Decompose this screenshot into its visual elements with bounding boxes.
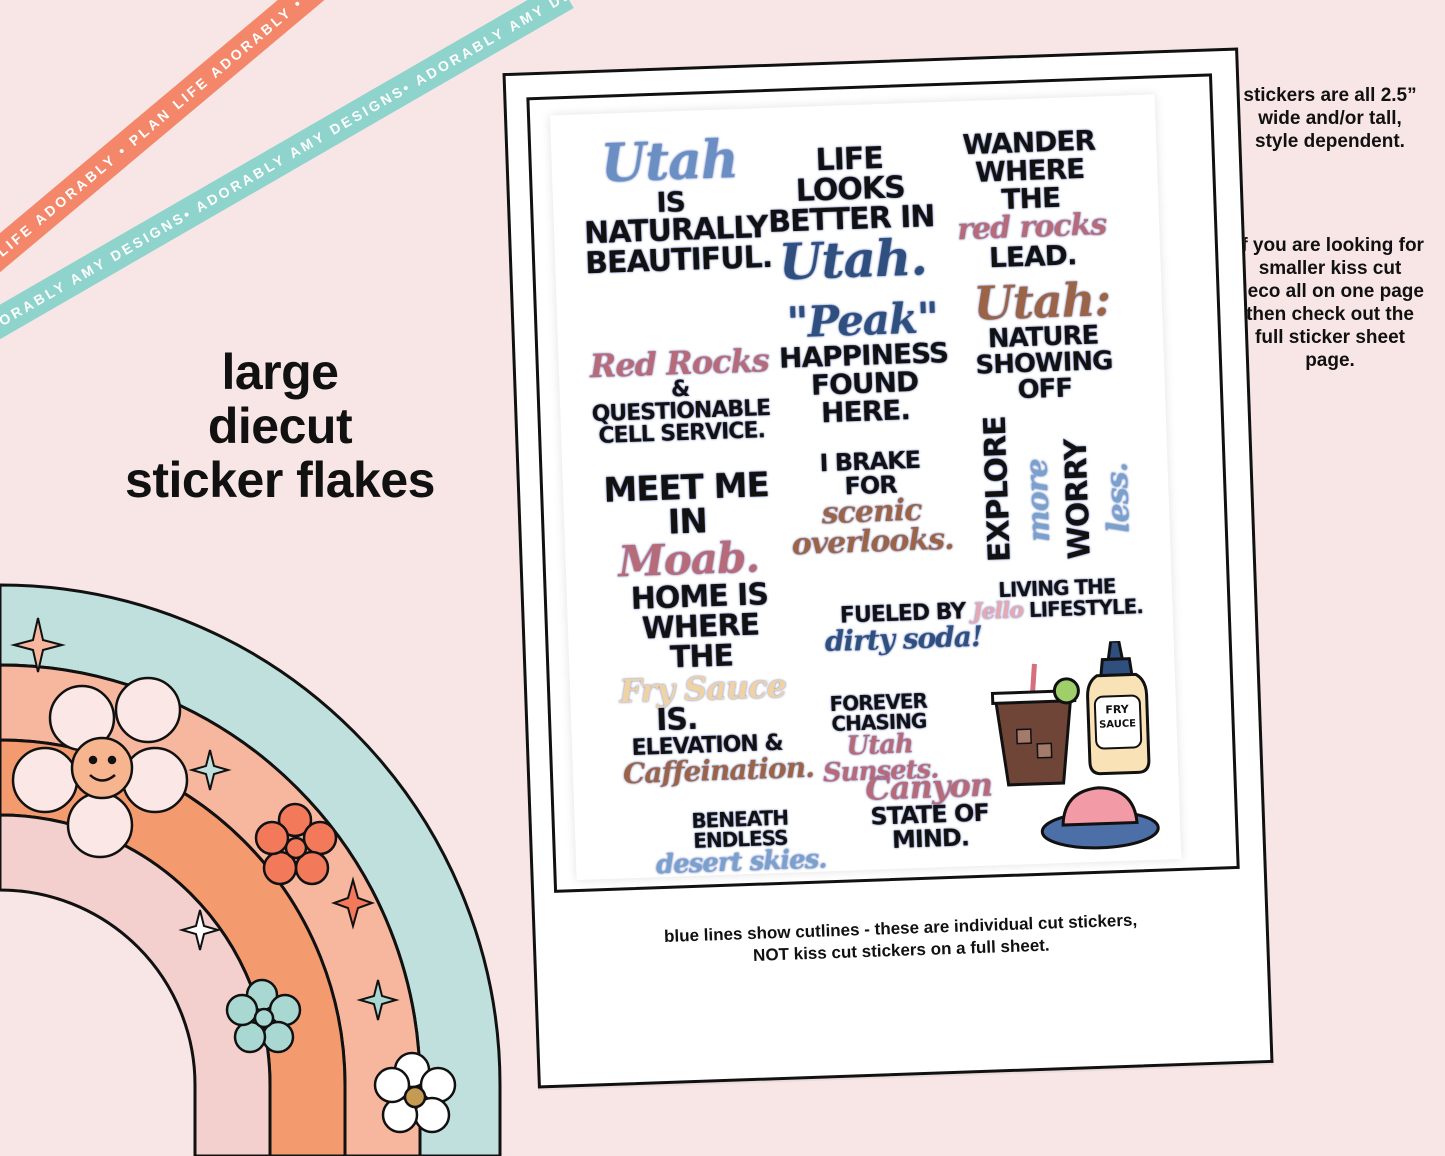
page-heading: large diecut sticker flakes — [70, 345, 490, 507]
smiley-flower-icon — [11, 676, 189, 859]
size-note-line: wide and/or tall, — [1258, 108, 1402, 129]
sparkle-icon — [356, 979, 400, 1021]
sticker-life-looks-better: LIFE LOOKS BETTER IN Utah. — [767, 140, 936, 292]
heading-line-3: sticker flakes — [125, 452, 435, 508]
sticker-elevation-caffeination: ELEVATION & Caffeination. — [622, 730, 815, 791]
sticker-scenic-overlooks: I BRAKE FOR scenic overlooks. — [791, 445, 955, 563]
sticker-illustrations: FRY SAUCE — [990, 639, 1160, 850]
sheet-frame: Utah IS NATURALLY BEAUTIFUL. Red Rocks &… — [526, 73, 1240, 893]
sparkle-icon — [178, 909, 222, 951]
size-note-line: stickers are all 2.5” — [1243, 85, 1417, 106]
sticker-meet-me-in-moab: MEET ME IN Moab. — [602, 465, 770, 587]
sticker-red-rocks: Red Rocks & QUESTIONABLE CELL SERVICE. — [589, 341, 771, 450]
sticker-peak-happiness: "Peak" HAPPINESS FOUND HERE. — [778, 293, 949, 430]
white-daisy-icon — [373, 1051, 457, 1134]
kiss-note-line: smaller kiss cut — [1258, 258, 1402, 279]
sticker-fry-sauce: HOME IS WHERE THE Fry Sauce IS. — [618, 577, 787, 739]
sticker-utah-naturally-beautiful: Utah IS NATURALLY BEAUTIFUL. — [583, 129, 773, 282]
svg-text:SAUCE: SAUCE — [1099, 718, 1136, 730]
sticker-desert-skies: BENEATH ENDLESS desert skies. — [655, 805, 827, 881]
kiss-note-line: then check out the — [1246, 304, 1414, 325]
teal-flower-icon — [225, 978, 302, 1054]
jello-plate-icon — [1040, 786, 1160, 850]
sticker-utah-nature: Utah: NATURE SHOWING OFF — [972, 272, 1113, 406]
kiss-cut-note: if you are looking for smaller kiss cut … — [1225, 234, 1435, 372]
orange-flower-icon — [254, 802, 338, 886]
size-note-line: style dependent. — [1255, 131, 1405, 152]
fry-sauce-bottle-icon: FRY SAUCE — [1086, 639, 1151, 776]
product-card: Utah IS NATURALLY BEAUTIFUL. Red Rocks &… — [502, 47, 1274, 1089]
soda-cup-icon — [990, 663, 1080, 787]
sticker-sheet: Utah IS NATURALLY BEAUTIFUL. Red Rocks &… — [550, 94, 1182, 881]
heading-line-2: diecut — [207, 398, 353, 454]
rainbow-illustration — [0, 583, 502, 1156]
sparkle-icon — [188, 749, 232, 791]
svg-text:FRY: FRY — [1105, 703, 1130, 717]
kiss-note-line: page. — [1305, 350, 1355, 371]
kiss-note-line: deco all on one page — [1236, 281, 1424, 302]
kiss-note-line: if you are looking for — [1236, 235, 1424, 256]
sticker-wander-red-rocks: WANDER WHERE THE red rocks LEAD. — [956, 123, 1107, 275]
size-note: stickers are all 2.5” wide and/or tall, … — [1225, 84, 1435, 153]
sparkle-icon — [331, 876, 375, 930]
heading-line-1: large — [221, 344, 339, 400]
cutline-caption: blue lines show cutlines - these are ind… — [575, 906, 1226, 973]
sticker-explore-more: EXPLORE more WORRY less. — [977, 415, 1137, 563]
kiss-note-line: full sticker sheet — [1255, 327, 1405, 348]
sparkle-icon — [10, 617, 66, 673]
sticker-jello-lifestyle: LIVING THE Jello LIFESTYLE. — [971, 574, 1144, 626]
